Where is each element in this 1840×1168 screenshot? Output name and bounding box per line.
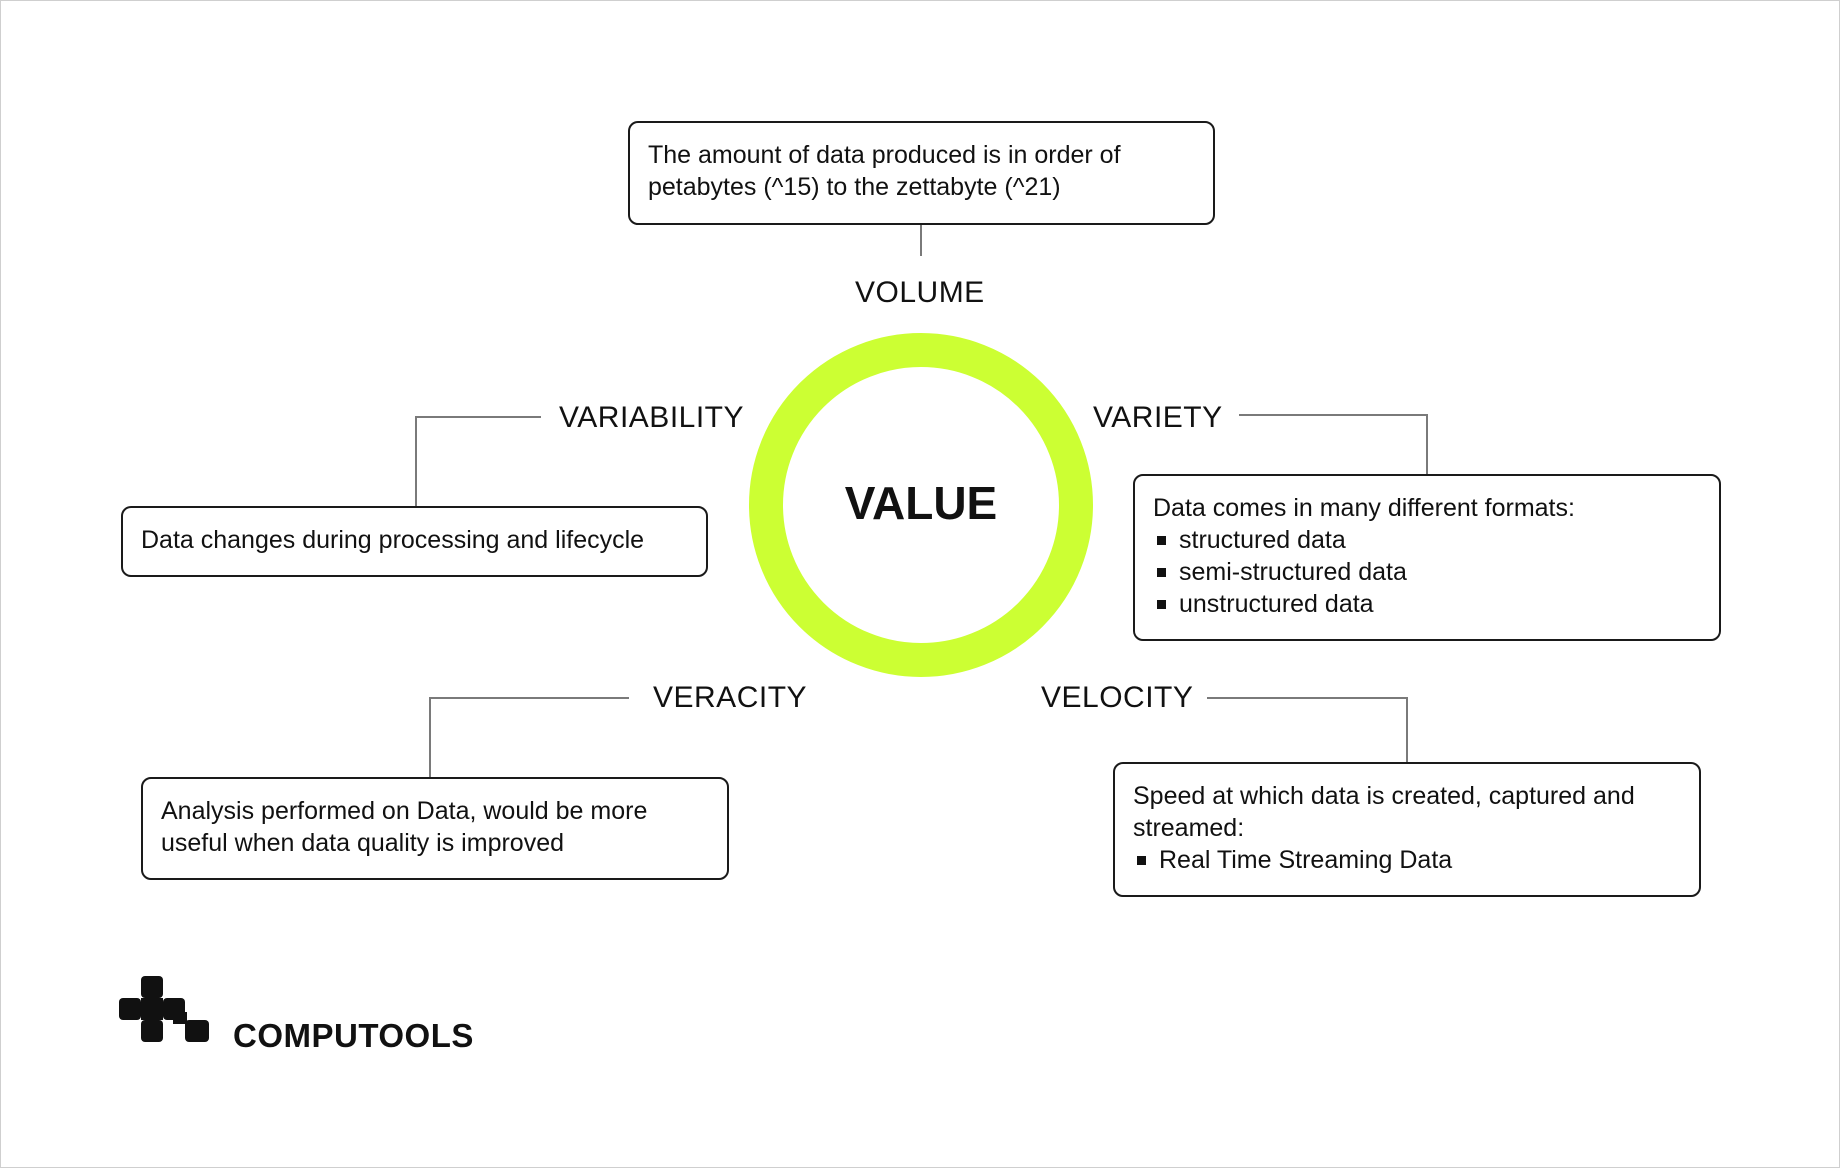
- veracity-description: Analysis performed on Data, would be mor…: [161, 797, 648, 857]
- list-item: unstructured data: [1153, 588, 1701, 620]
- brand-name: COMPUTOOLS: [233, 1017, 474, 1054]
- variability-description: Data changes during processing and lifec…: [141, 526, 645, 554]
- list-item: structured data: [1153, 524, 1701, 556]
- connector-velocity: [1207, 697, 1408, 762]
- veracity-label: VERACITY: [653, 681, 808, 714]
- variability-label: VARIABILITY: [559, 401, 745, 434]
- velocity-intro: Speed at which data is created, captured…: [1133, 782, 1635, 842]
- connector-variability: [415, 416, 541, 506]
- variability-box: Data changes during processing and lifec…: [121, 506, 708, 577]
- volume-label: VOLUME: [855, 276, 985, 309]
- connector-variety: [1239, 414, 1428, 474]
- list-item: semi-structured data: [1153, 556, 1701, 588]
- list-item: Real Time Streaming Data: [1133, 844, 1681, 876]
- computools-logo-icon: [119, 976, 209, 1042]
- connector-veracity: [429, 697, 629, 777]
- variety-label: VARIETY: [1093, 401, 1223, 434]
- velocity-label: VELOCITY: [1041, 681, 1194, 714]
- variety-format-list: structured data semi-structured data uns…: [1153, 524, 1701, 620]
- velocity-box: Speed at which data is created, captured…: [1113, 762, 1701, 897]
- variety-intro: Data comes in many different formats:: [1153, 494, 1575, 522]
- volume-box: The amount of data produced is in order …: [628, 121, 1215, 225]
- velocity-list: Real Time Streaming Data: [1133, 844, 1681, 876]
- value-label: VALUE: [844, 477, 998, 529]
- volume-description: The amount of data produced is in order …: [648, 141, 1121, 201]
- veracity-box: Analysis performed on Data, would be mor…: [141, 777, 729, 880]
- variety-box: Data comes in many different formats: st…: [1133, 474, 1721, 641]
